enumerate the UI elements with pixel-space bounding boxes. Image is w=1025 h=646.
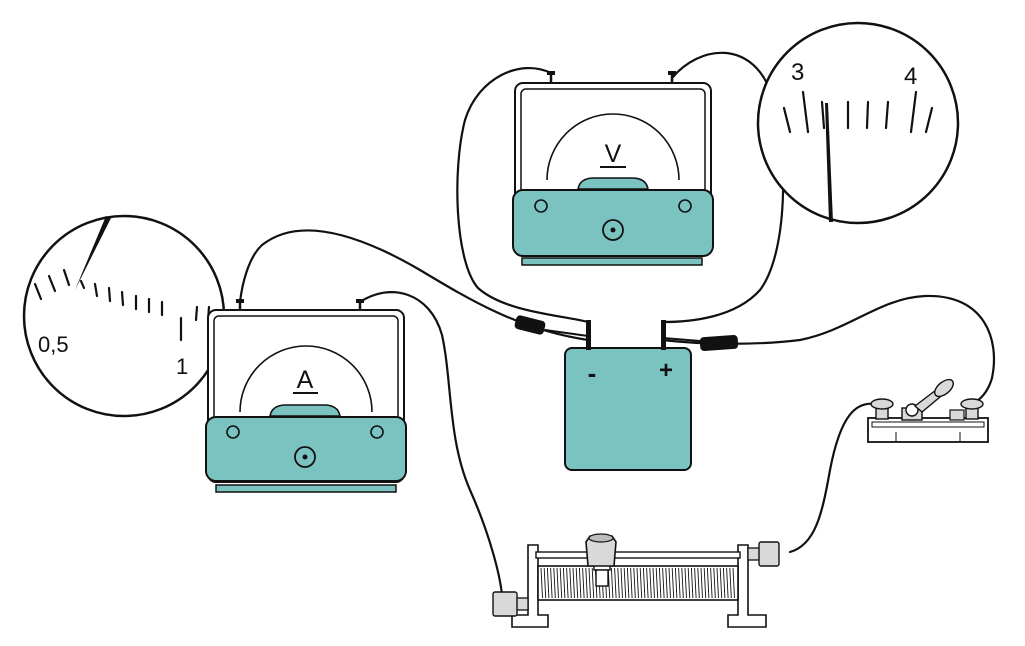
- rheostat-terminal-right: [747, 541, 780, 567]
- coil-winding: [710, 567, 713, 599]
- rheostat: [492, 533, 780, 628]
- coil-winding: [671, 567, 675, 599]
- voltmeter-scale-zoom: 3 4: [756, 21, 960, 225]
- battery-plus-terminal: [661, 320, 666, 350]
- coil-winding: [633, 567, 636, 599]
- coil-winding: [585, 567, 588, 599]
- coil-winding: [591, 567, 595, 599]
- ammeter-tick-label-one: 1: [176, 354, 188, 379]
- coil-winding: [687, 567, 691, 599]
- coil-winding: [540, 567, 543, 599]
- coil-winding: [630, 567, 633, 599]
- coil-winding: [668, 567, 671, 599]
- ammeter-scale-zoom: 0,5 1: [22, 214, 226, 418]
- coil-winding: [700, 567, 703, 599]
- clip-connector-right: [662, 334, 739, 352]
- coil-winding: [678, 567, 681, 599]
- coil-winding: [588, 567, 591, 599]
- coil-winding: [550, 567, 553, 599]
- coil-winding: [713, 567, 716, 599]
- coil-winding: [694, 567, 697, 599]
- voltmeter-tick-label-four: 4: [904, 63, 917, 90]
- coil-winding: [662, 567, 665, 599]
- voltmeter: V: [512, 71, 714, 266]
- ammeter-needle: [75, 216, 111, 290]
- coil-winding: [569, 567, 572, 599]
- battery-minus-label: -: [588, 358, 597, 388]
- coil-winding: [646, 567, 649, 599]
- coil-winding: [652, 567, 655, 599]
- coil-winding: [559, 567, 563, 599]
- ammeter-terminal-right: [356, 299, 364, 311]
- ammeter-terminal-left: [236, 299, 244, 311]
- coil-winding: [610, 567, 614, 599]
- battery: - +: [564, 320, 692, 471]
- coil-winding: [722, 567, 726, 599]
- wire-battery-minus-to-ammeter: [238, 229, 590, 342]
- coil-winding: [562, 567, 566, 599]
- coil-winding: [719, 567, 723, 599]
- coil-winding: [620, 567, 623, 599]
- coil-winding: [642, 567, 646, 599]
- coil-winding: [681, 567, 684, 599]
- clip-connector-left: [514, 315, 589, 337]
- coil-winding: [543, 567, 547, 599]
- coil-winding: [614, 567, 617, 599]
- coil-winding: [729, 567, 732, 599]
- battery-plus-label: +: [659, 357, 673, 384]
- coil-winding: [566, 567, 569, 599]
- coil-winding: [572, 567, 575, 599]
- coil-winding: [706, 567, 710, 599]
- coil-winding: [623, 567, 627, 599]
- coil-winding: [636, 567, 639, 599]
- wires: [238, 51, 996, 597]
- wire-ammeter-to-rheostat: [358, 291, 504, 597]
- coil-winding: [658, 567, 662, 599]
- rheostat-coil: [540, 567, 735, 599]
- coil-winding: [684, 567, 687, 599]
- coil-winding: [697, 567, 700, 599]
- coil-winding: [626, 567, 630, 599]
- coil-winding: [553, 567, 556, 599]
- voltmeter-needle: [825, 103, 833, 222]
- voltmeter-terminal-right: [668, 71, 676, 84]
- wire-switch-to-rheostat: [788, 402, 882, 554]
- ammeter: A: [205, 299, 407, 493]
- voltmeter-symbol: V: [605, 140, 622, 168]
- coil-winding: [726, 567, 729, 599]
- coil-winding: [716, 567, 719, 599]
- coil-winding: [639, 567, 643, 599]
- coil-winding: [649, 567, 652, 599]
- wire-battery-plus-to-switch: [661, 294, 996, 406]
- coil-winding: [732, 567, 735, 599]
- voltmeter-terminal-left: [547, 71, 555, 84]
- coil-winding: [546, 567, 550, 599]
- coil-winding: [582, 567, 585, 599]
- wire-battery-minus-to-voltmeter: [456, 67, 590, 324]
- voltmeter-tick-label-three: 3: [791, 59, 804, 86]
- coil-winding: [690, 567, 694, 599]
- coil-winding: [556, 567, 559, 599]
- battery-minus-terminal: [586, 320, 591, 350]
- rheostat-terminal-left: [492, 591, 529, 617]
- coil-winding: [655, 567, 659, 599]
- coil-winding: [703, 567, 707, 599]
- coil-winding: [575, 567, 579, 599]
- ammeter-tick-label-half: 0,5: [38, 332, 69, 357]
- coil-winding: [617, 567, 620, 599]
- coil-winding: [665, 567, 668, 599]
- knife-switch: [867, 378, 989, 443]
- ammeter-symbol: A: [297, 366, 314, 394]
- coil-winding: [578, 567, 582, 599]
- coil-winding: [674, 567, 678, 599]
